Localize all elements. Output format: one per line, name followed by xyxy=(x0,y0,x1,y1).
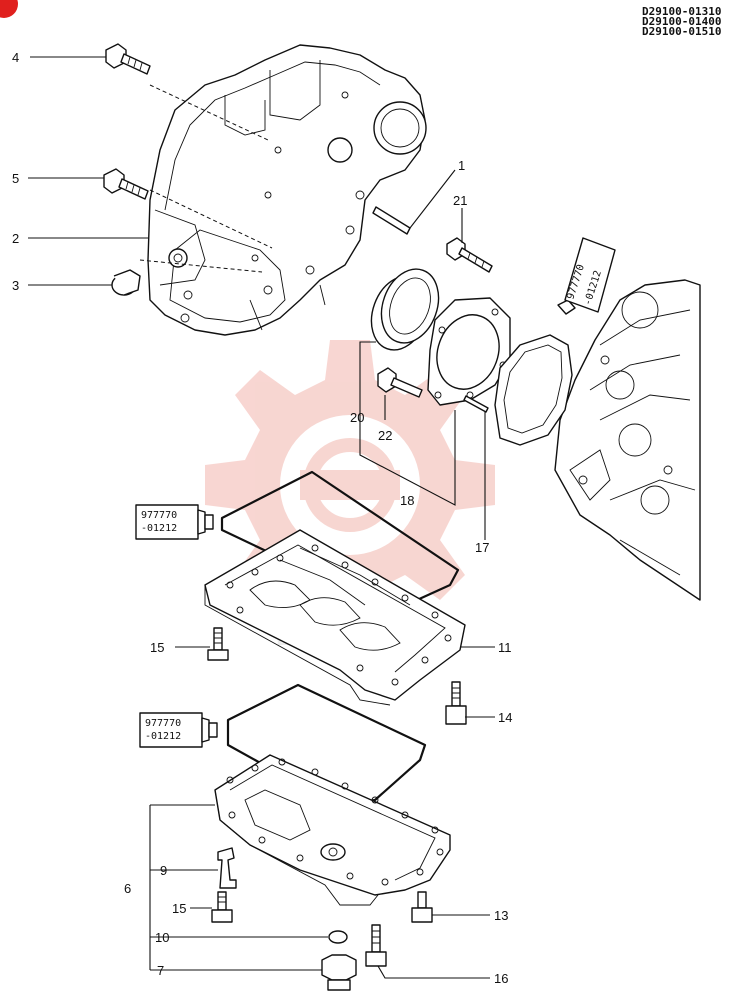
callout-18: 18 xyxy=(400,493,414,508)
callout-4: 4 xyxy=(12,50,19,65)
gasket-17 xyxy=(494,334,573,446)
callout-9: 9 xyxy=(160,863,167,878)
callout-16: 16 xyxy=(494,971,508,986)
callout-21: 21 xyxy=(453,193,467,208)
callout-5: 5 xyxy=(12,171,19,186)
dowel-pin-1 xyxy=(372,206,411,235)
washer-10 xyxy=(328,930,348,944)
callout-22: 22 xyxy=(378,428,392,443)
plug-3 xyxy=(111,269,141,296)
sealant-code-line2: -01212 xyxy=(145,731,181,742)
part-number: D29100-01310 xyxy=(642,5,722,18)
bracket-9 xyxy=(217,847,237,889)
callout-6: 6 xyxy=(124,881,131,896)
bolt-16 xyxy=(365,924,387,967)
bolt-4 xyxy=(105,43,151,75)
callout-20: 20 xyxy=(350,410,364,425)
oil-pan-lower xyxy=(214,754,451,906)
oil-pan-upper xyxy=(204,529,466,706)
bolt-15-upper xyxy=(207,627,229,661)
sealant-code-line2: -01212 xyxy=(141,523,177,534)
part-number: D29100-01400 xyxy=(642,15,722,28)
callout-15-upper: 15 xyxy=(150,640,164,655)
callout-17: 17 xyxy=(475,540,489,555)
sealant-tube-lower: 977770 -01212 xyxy=(139,712,218,748)
corner-badge xyxy=(0,0,18,18)
bolt-22 xyxy=(377,367,423,398)
bolt-14 xyxy=(445,681,467,725)
callout-3: 3 xyxy=(12,278,19,293)
flywheel-housing xyxy=(139,44,427,336)
callout-1: 1 xyxy=(458,158,465,173)
callout-7: 7 xyxy=(157,963,164,978)
bolt-15-lower xyxy=(211,891,233,923)
sealant-code-line1: 977770 xyxy=(141,510,177,521)
part-number-list: D29100-01310 D29100-01400 D29100-01510 xyxy=(642,5,722,38)
callout-15-lower: 15 xyxy=(172,901,186,916)
callout-11: 11 xyxy=(498,640,512,655)
sealant-code-line1: 977770 xyxy=(145,718,181,729)
leader-lines xyxy=(28,56,495,979)
callout-14: 14 xyxy=(498,710,512,725)
bolt-13 xyxy=(411,891,433,923)
sealant-tube-middle: 977770 -01212 xyxy=(135,504,214,540)
drain-plug-7 xyxy=(321,954,357,991)
bolt-21 xyxy=(446,237,493,273)
callout-labels: 4 5 2 3 1 21 20 22 18 17 15 11 14 9 6 15… xyxy=(12,50,512,986)
callout-13: 13 xyxy=(494,908,508,923)
engine-block xyxy=(554,279,701,601)
oil-seal-20 xyxy=(370,268,440,351)
part-number: D29100-01510 xyxy=(642,25,722,38)
bolt-5 xyxy=(103,168,149,200)
sealant-tube-rear: 977770 -01212 xyxy=(557,237,616,315)
oil-seal-holder xyxy=(427,297,511,413)
sealant-bead-lower xyxy=(226,683,427,807)
callout-10: 10 xyxy=(155,930,169,945)
callout-2: 2 xyxy=(12,231,19,246)
